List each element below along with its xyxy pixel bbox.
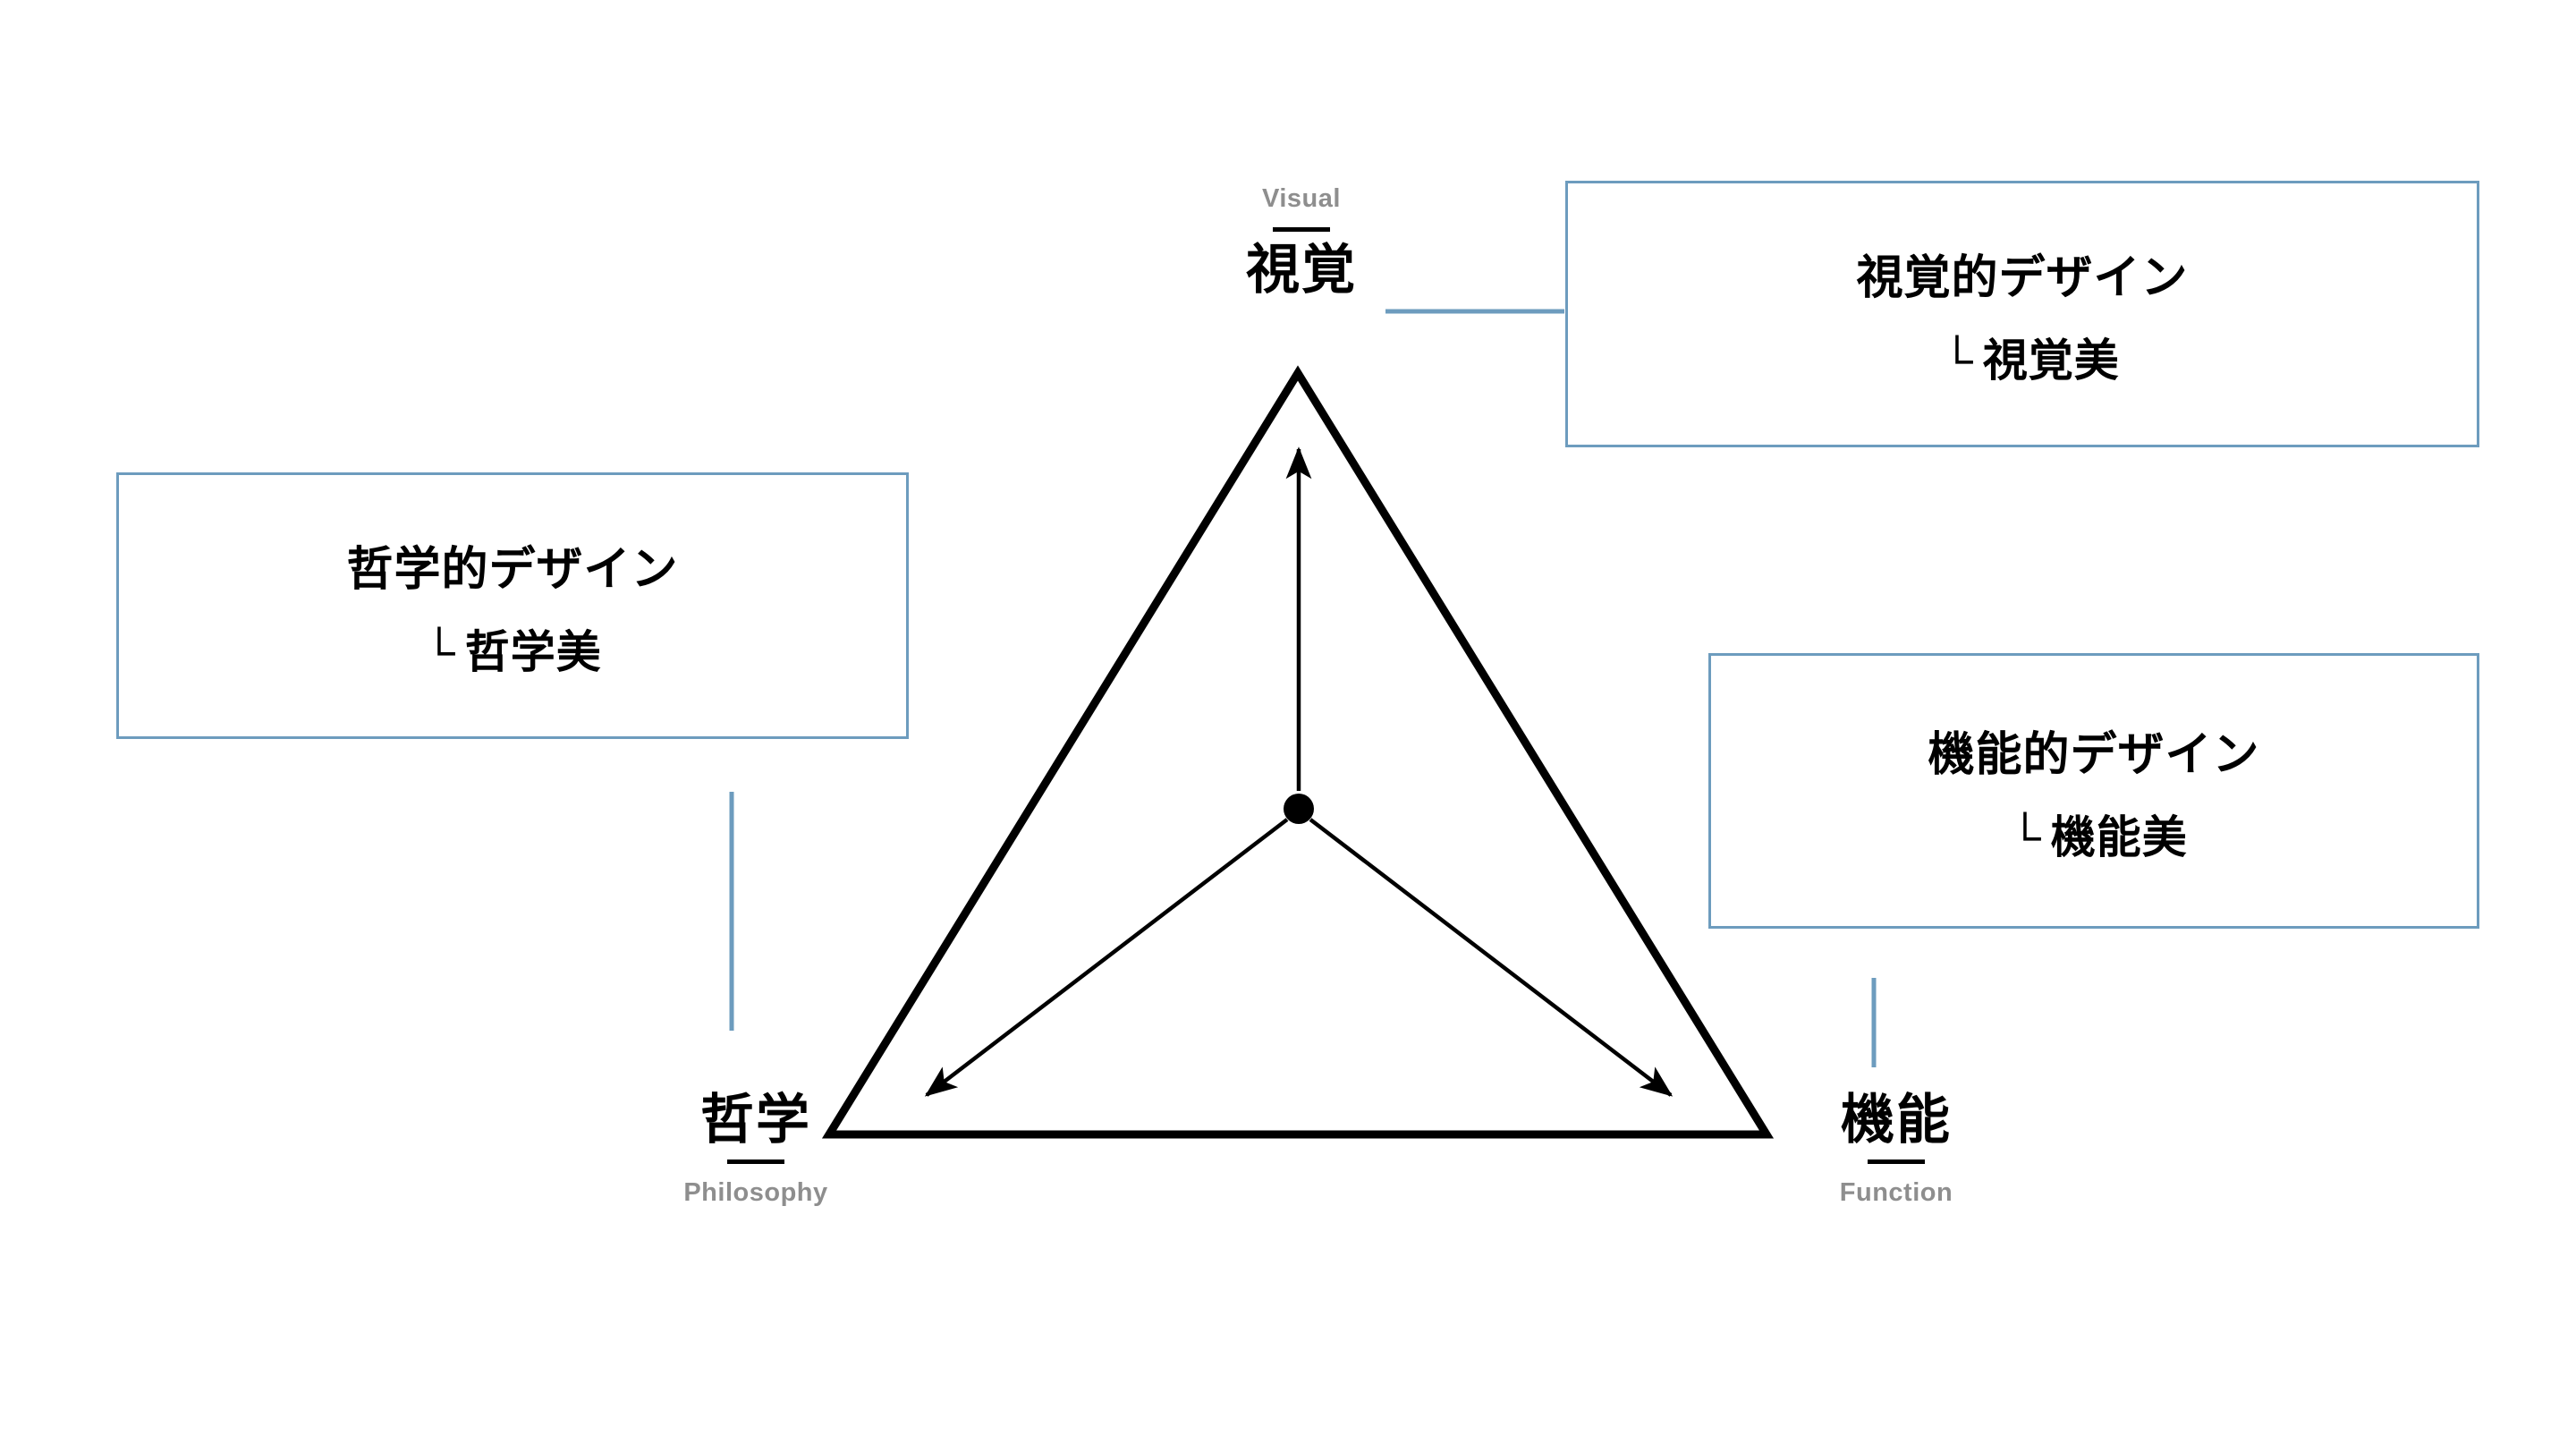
branch-icon: └ [423, 626, 456, 677]
vertex-philosophy-divider [727, 1159, 784, 1164]
arrow-to-function [1309, 818, 1674, 1097]
callout-visual-sub: 視覚美 [1982, 335, 2120, 386]
vertex-label-visual: Visual 視覚 [1172, 186, 1431, 297]
branch-icon: └ [2009, 811, 2042, 862]
outer-triangle [821, 365, 1775, 1139]
callout-box-philosophy: 哲学的デザイン └哲学美 [116, 472, 909, 739]
callout-function-sub: 機能美 [2050, 811, 2188, 862]
callout-philosophy-sub: 哲学美 [464, 626, 602, 677]
callout-function-title: 機能的デザイン [1928, 728, 2260, 781]
callout-visual-title: 視覚的デザイン [1856, 251, 2189, 304]
vertex-label-philosophy: 哲学 Philosophy [626, 1093, 886, 1206]
vertex-function-jp: 機能 [1841, 1090, 1952, 1150]
callout-philosophy-subline: └哲学美 [423, 616, 601, 681]
callout-function-subline: └機能美 [2000, 802, 2187, 866]
vertex-visual-en: Visual [1262, 184, 1341, 213]
arrow-to-philosophy [924, 818, 1289, 1097]
callout-box-function: 機能的デザイン └機能美 [1708, 653, 2479, 929]
callout-box-visual: 視覚的デザイン └視覚美 [1565, 181, 2479, 447]
vertex-philosophy-en: Philosophy [683, 1178, 828, 1207]
callout-visual-subline: └視覚美 [1925, 325, 2119, 389]
center-dot [1284, 794, 1314, 824]
vertex-label-function: 機能 Function [1767, 1093, 2026, 1206]
callout-philosophy-title: 哲学的デザイン [346, 543, 679, 596]
branch-icon: └ [1941, 335, 1974, 386]
vertex-visual-jp: 視覚 [1246, 240, 1357, 300]
vertex-function-en: Function [1839, 1178, 1953, 1207]
vertex-philosophy-jp: 哲学 [700, 1090, 811, 1150]
vertex-visual-divider [1273, 227, 1330, 232]
vertex-function-divider [1868, 1159, 1925, 1164]
